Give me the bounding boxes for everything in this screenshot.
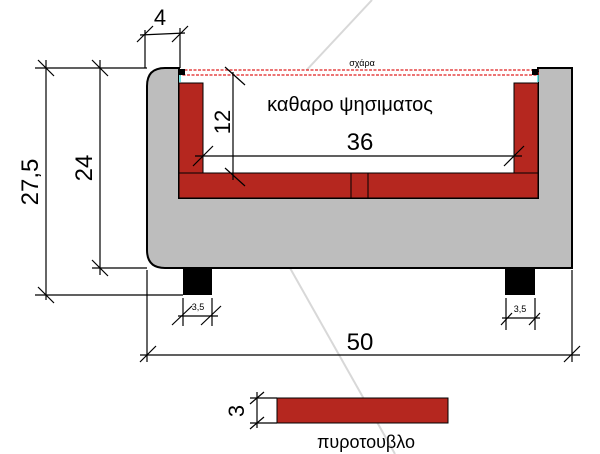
dim-wall-thickness: 4: [154, 5, 166, 30]
foot-right: [505, 268, 535, 295]
grate-support-right: [532, 69, 538, 75]
brick-floor-middle: [350, 172, 369, 199]
dim-inner-width: 36: [347, 129, 374, 156]
dim-total-height: 27,5: [17, 159, 44, 206]
brick-label: πυροτουβλο: [317, 432, 415, 452]
brick-legend-swatch: [276, 397, 449, 424]
brick-floor-right: [367, 172, 539, 199]
dim-brick-thickness: 3: [224, 405, 249, 417]
brick-floor-left: [178, 172, 352, 199]
dim-foot-left: 3,5: [192, 302, 205, 312]
dim-total-width: 50: [347, 329, 374, 356]
grate-support-left: [179, 69, 185, 75]
grate-label: σχάρα: [349, 58, 375, 68]
cooking-area-label: καθαρο ψησιματος: [267, 94, 433, 116]
foot-left: [183, 268, 212, 295]
dim-foot-right: 3,5: [514, 304, 527, 314]
dim-body-height: 24: [71, 155, 98, 182]
dim-inner-height: 12: [210, 110, 235, 134]
guide-line: [289, 267, 396, 454]
brick-right-wall: [513, 82, 539, 174]
grill-body: [146, 67, 573, 269]
